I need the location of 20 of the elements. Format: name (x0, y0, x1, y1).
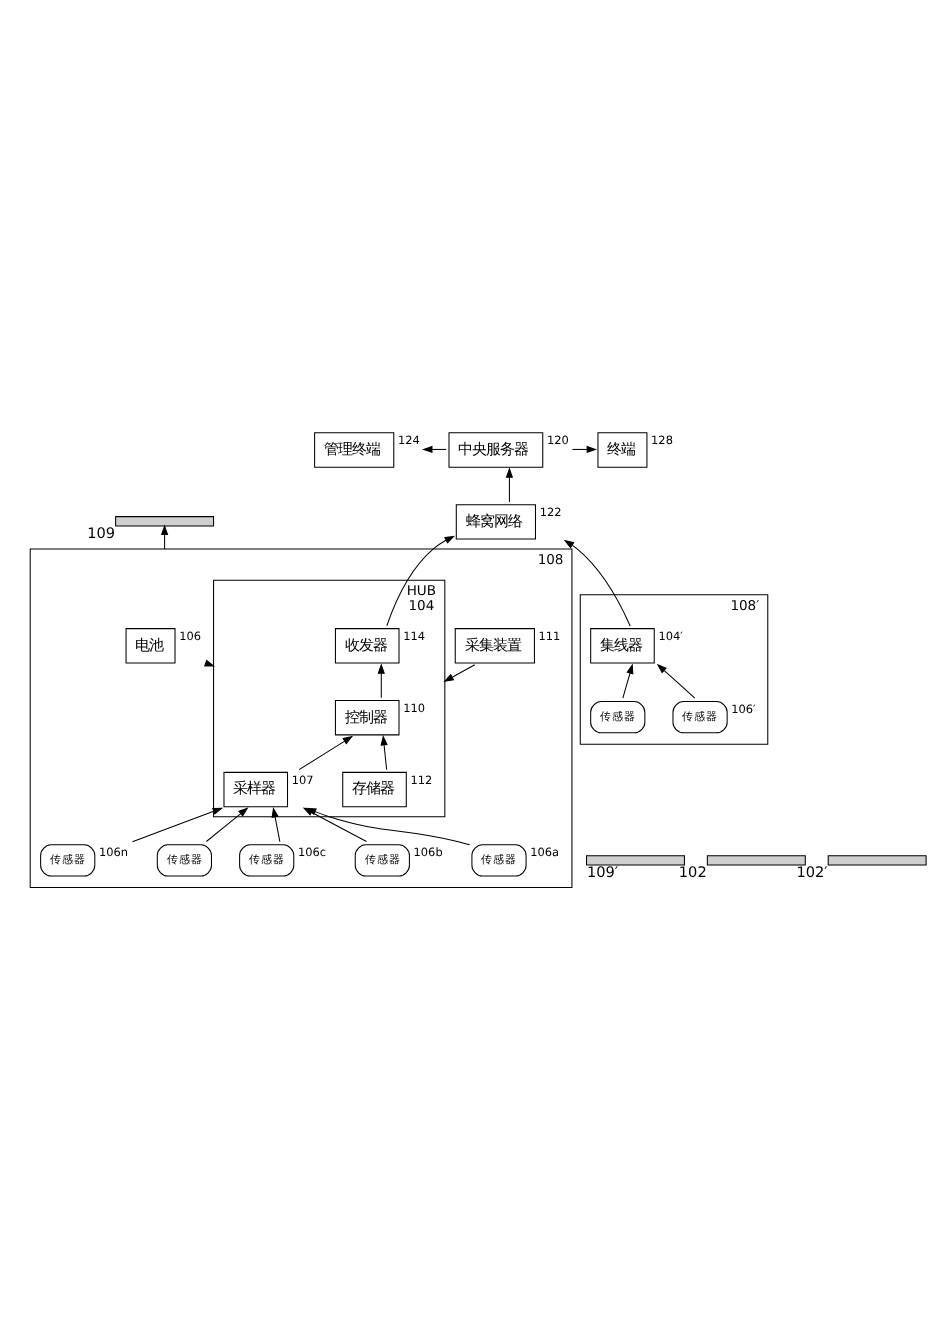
arrow (443, 663, 476, 681)
arrow (563, 538, 631, 626)
arrow (622, 662, 634, 698)
node-bar (706, 854, 806, 865)
arrow (131, 806, 224, 842)
cluster (579, 593, 769, 744)
arrow (271, 806, 281, 842)
arrow (380, 734, 388, 770)
arrow (571, 444, 598, 453)
arrow (205, 806, 249, 842)
cluster (29, 547, 573, 887)
arrow (656, 662, 696, 698)
arrow (505, 466, 514, 502)
arrow (160, 523, 169, 549)
node-bar (827, 854, 927, 865)
arrow (377, 662, 385, 698)
node-bar (115, 515, 215, 526)
arrow (298, 734, 354, 770)
arrow (386, 534, 456, 626)
node-bar (586, 854, 685, 865)
